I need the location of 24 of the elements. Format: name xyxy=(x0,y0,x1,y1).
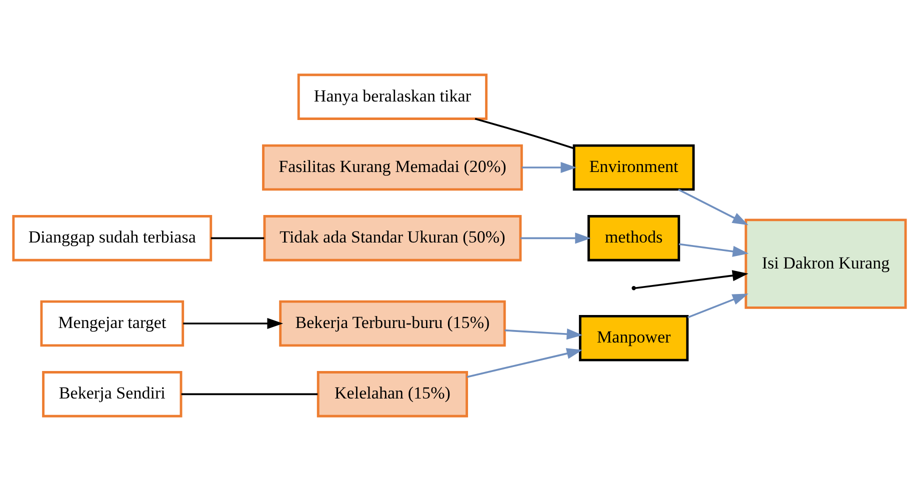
node-box: Tidak ada Standar Ukuran (50%) xyxy=(263,214,522,261)
node-box: Hanya beralaskan tikar xyxy=(297,73,488,120)
arrow xyxy=(466,348,583,378)
node-box: Fasilitas Kurang Memadai (20%) xyxy=(262,144,523,190)
connector xyxy=(474,117,574,149)
arrow xyxy=(678,242,749,256)
node-box: methods xyxy=(587,214,680,261)
node-box: Dianggap sudah terbiasa xyxy=(12,214,212,261)
node-box: Bekerja Terburu-buru (15%) xyxy=(279,300,506,346)
arrow xyxy=(183,317,284,329)
node-box: Manpower xyxy=(578,314,689,361)
arrow xyxy=(687,293,748,318)
arrow xyxy=(520,232,591,244)
connector xyxy=(210,236,264,239)
arrow xyxy=(635,270,748,289)
connector xyxy=(181,392,318,395)
arrow xyxy=(504,328,583,340)
node-box: Kelelahan (15%) xyxy=(316,370,468,417)
arrow xyxy=(678,188,748,225)
node-box: Environment xyxy=(572,144,695,190)
node-box: Bekerja Sendiri xyxy=(42,370,182,417)
node-box: Isi Dakron Kurang xyxy=(744,218,907,308)
node-box: Mengejar target xyxy=(40,300,184,346)
arrow xyxy=(522,161,577,173)
